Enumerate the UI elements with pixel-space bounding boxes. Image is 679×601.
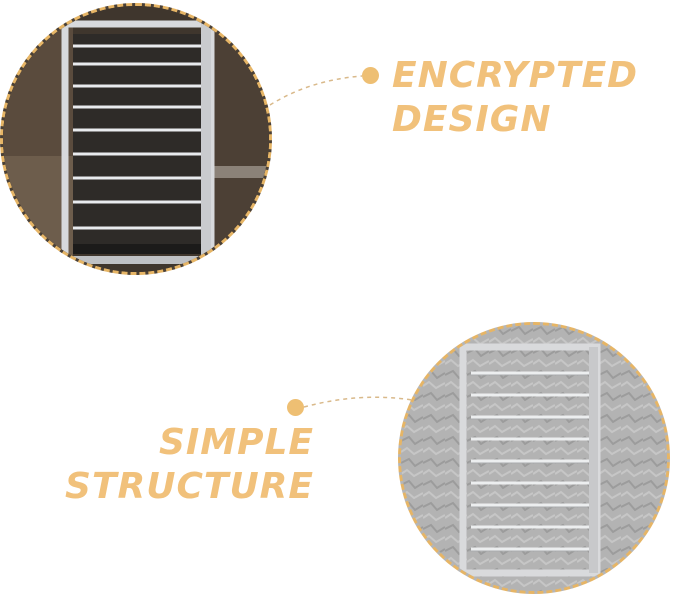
caption-line: DESIGN	[392, 99, 552, 140]
grille-mounted-photo	[401, 325, 667, 591]
connector-top	[269, 75, 363, 106]
callout-dot-encrypted	[362, 67, 379, 84]
photo-circle-simple-structure	[398, 322, 670, 594]
caption-line: ENCRYPTED	[392, 55, 639, 96]
caption-line: STRUCTURE	[65, 466, 314, 507]
callout-dot-simple	[287, 399, 304, 416]
connector-bottom	[303, 396, 413, 408]
feature-caption-simple-structure: SIMPLE STRUCTURE	[52, 421, 314, 509]
grille-front-photo	[3, 6, 269, 272]
caption-line: SIMPLE	[158, 422, 314, 463]
feature-caption-encrypted-design: ENCRYPTED DESIGN	[392, 54, 638, 142]
photo-circle-encrypted-design	[0, 3, 272, 275]
